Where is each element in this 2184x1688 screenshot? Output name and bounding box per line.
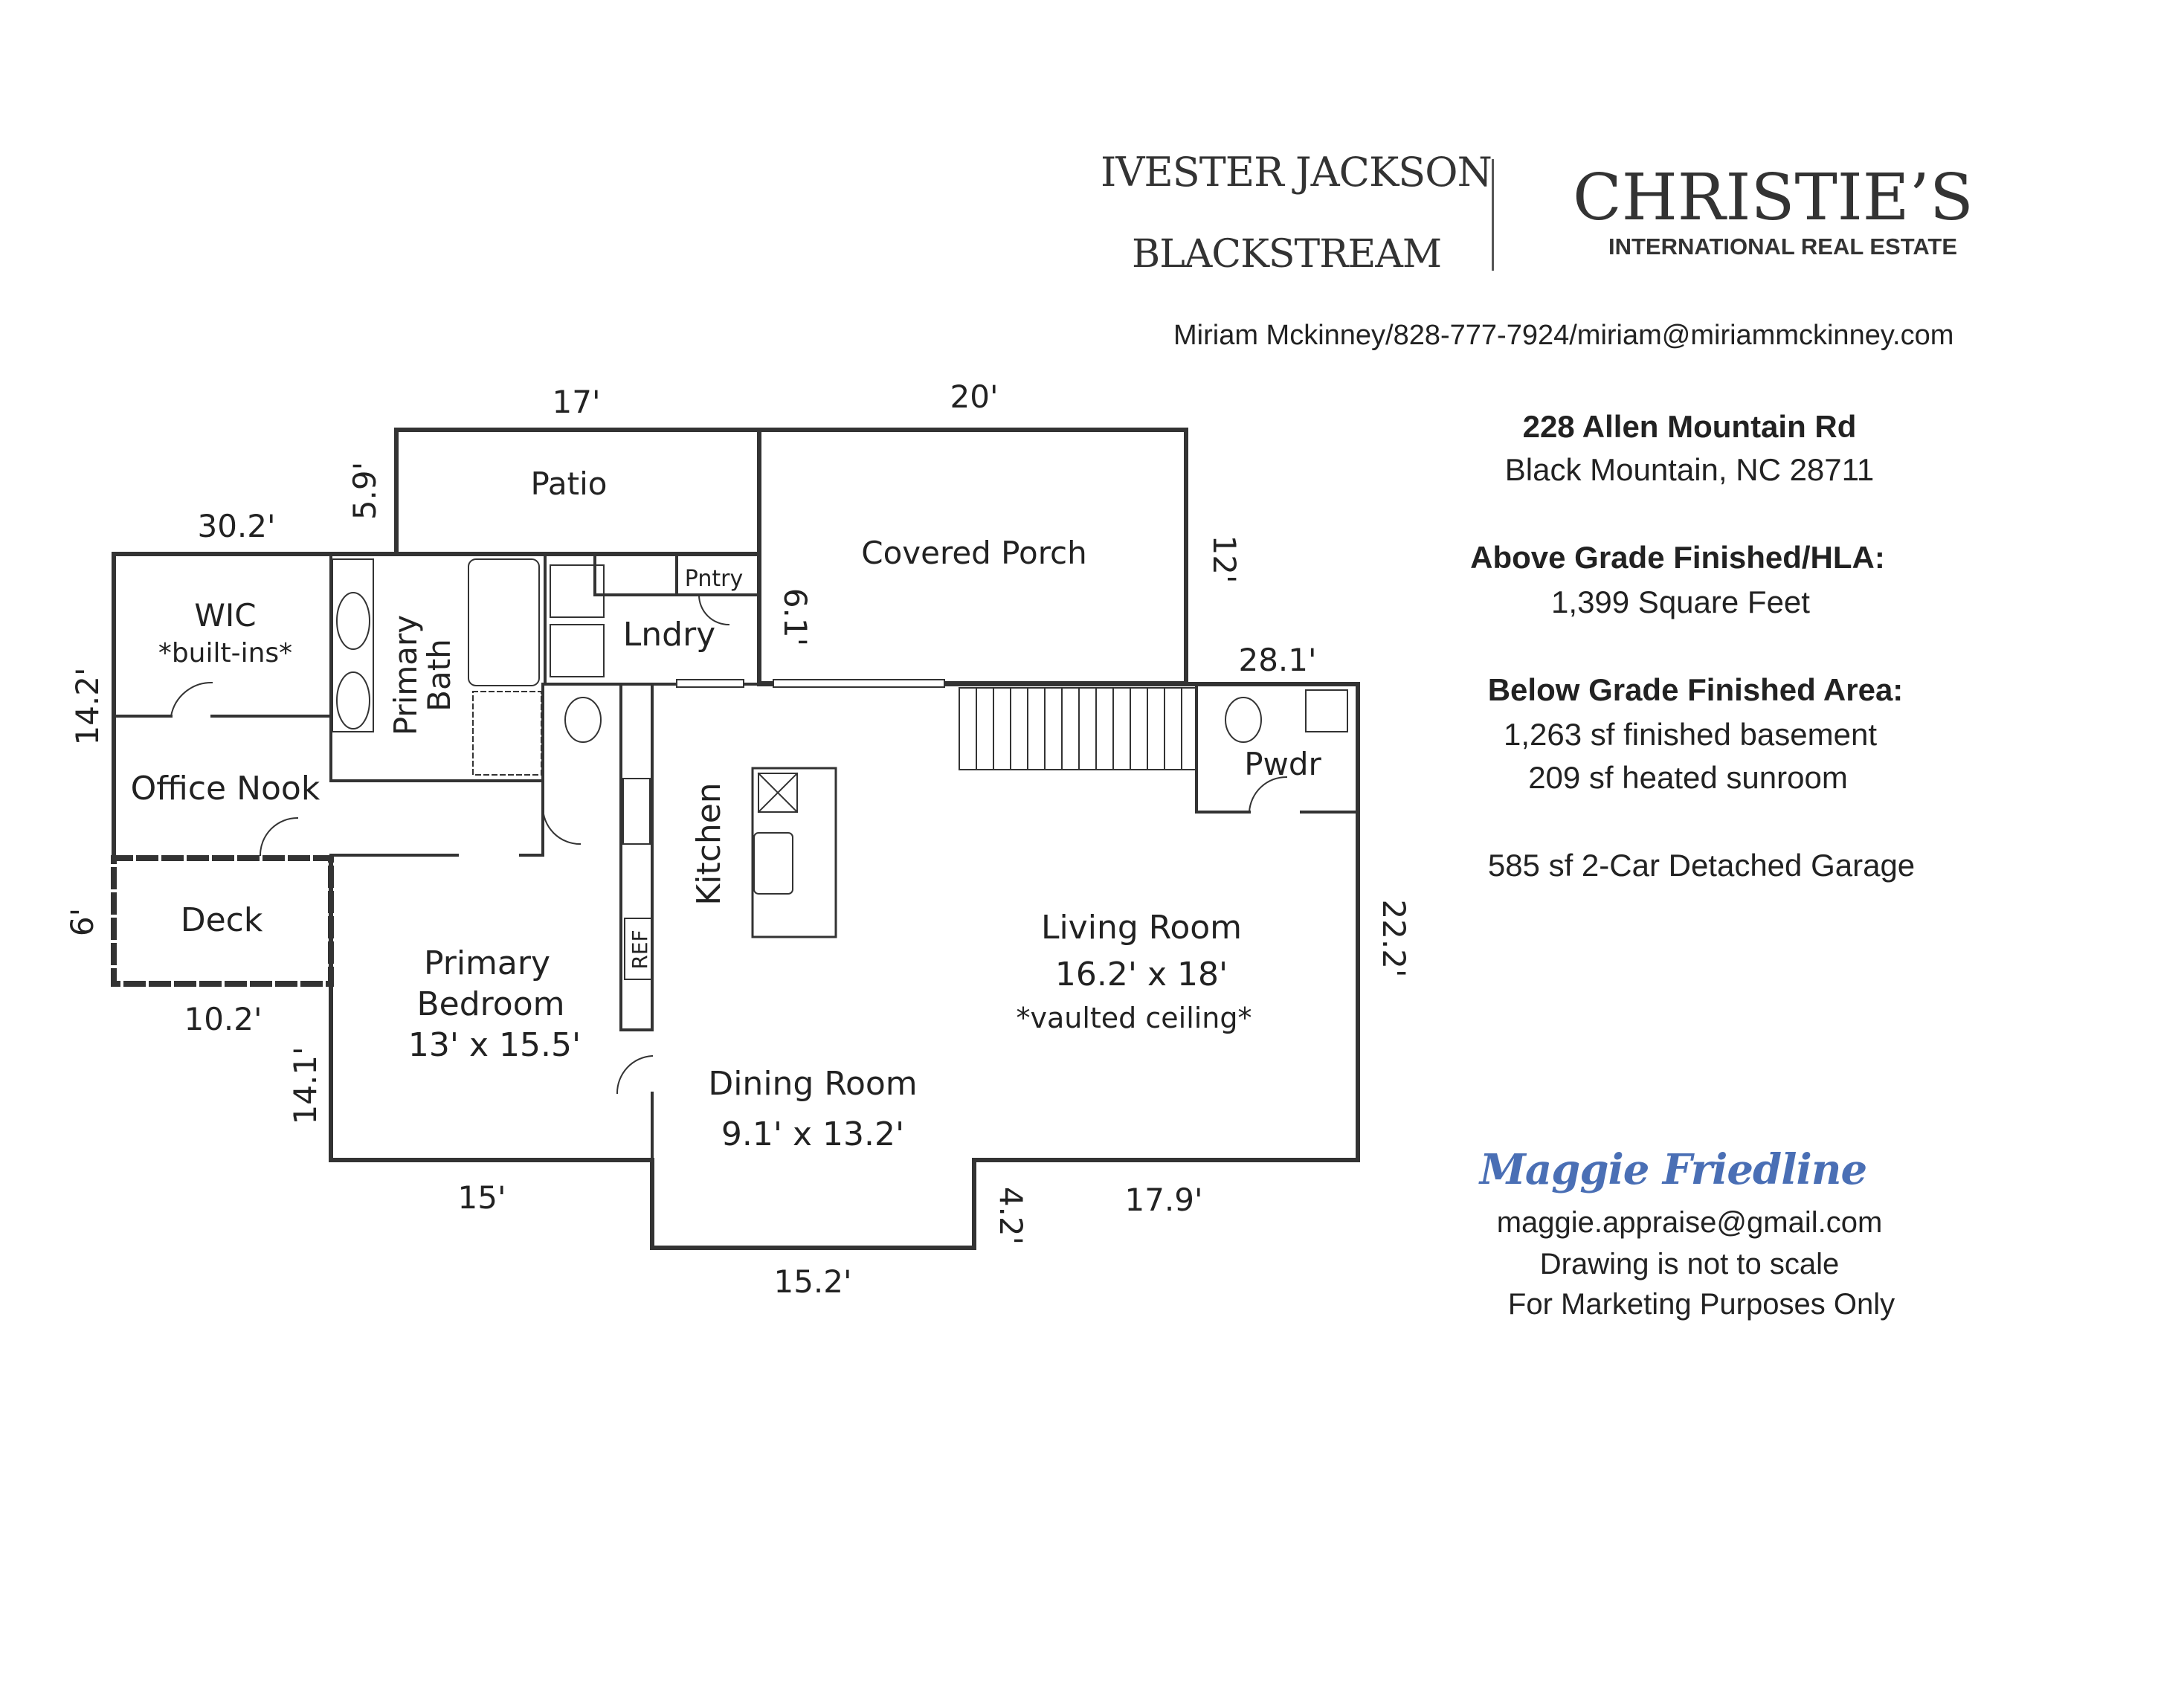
kitchen-island (751, 767, 837, 938)
room-label-kitchen: Kitchen (690, 782, 728, 905)
dim-patio-top: 17' (553, 384, 601, 420)
dim-porch-top: 20' (950, 378, 999, 415)
agent-contact: Miriam Mckinney/828-777-7924/miriam@miri… (1173, 320, 1954, 351)
below-grade-line2: 209 sf heated sunroom (1528, 760, 1848, 795)
christies-logo: CHRISTIE’S (1573, 161, 1974, 235)
below-grade-line1: 1,263 sf finished basement (1504, 717, 1877, 752)
door-swing (698, 593, 730, 626)
toilet-icon (1225, 697, 1262, 743)
room-label-deck: Deck (181, 901, 263, 939)
logo-divider (1492, 159, 1494, 271)
dim-right-side: 22.2' (1376, 899, 1412, 977)
appraiser-signature: Maggie Friedline (1479, 1145, 1867, 1194)
door-swing (541, 805, 582, 845)
stove-icon (622, 778, 651, 845)
room-dims-primary-bedroom: 13' x 15.5' (408, 1026, 581, 1064)
garage-area: 585 sf 2-Car Detached Garage (1487, 848, 1916, 883)
brokerage-logo-line2: BLACKSTREAM (1132, 232, 1442, 277)
door-swing (170, 681, 213, 718)
dim-bedroom-side: 14.1' (287, 1046, 323, 1124)
sink-icon (336, 671, 370, 729)
room-label-covered-porch: Covered Porch (861, 535, 1087, 571)
door-swing (616, 1054, 654, 1095)
dim-bedroom-bottom: 15' (458, 1179, 506, 1216)
room-label-primary-bedroom-2: Bedroom (416, 985, 564, 1023)
door-swing (259, 816, 299, 857)
dim-porch-side: 12' (1206, 535, 1243, 584)
dim-left-upper: 14.2' (69, 667, 106, 745)
vanity-counter (332, 558, 374, 732)
dim-step-down: 4.2' (993, 1187, 1029, 1245)
brokerage-logo-line1: IVESTER JACKSON (1101, 149, 1492, 196)
room-label-living-room: Living Room (1041, 909, 1242, 947)
dim-top-left: 30.2' (197, 508, 275, 544)
shower-icon (472, 691, 542, 776)
toilet-icon (564, 697, 602, 743)
room-note-wic: *built-ins* (158, 638, 292, 669)
room-label-primary-bath: Primary (387, 615, 424, 735)
dim-dining-bottom: 15.2' (773, 1263, 851, 1300)
room-label-dining-room: Dining Room (708, 1065, 917, 1103)
room-note-living-room: *vaulted ceiling* (1016, 1002, 1252, 1034)
island-sink-icon (753, 832, 793, 895)
room-label-patio: Patio (530, 466, 607, 502)
room-label-pwdr: Pwdr (1244, 746, 1321, 782)
bathtub-icon (468, 558, 540, 686)
washer-icon (550, 564, 605, 618)
stairs (959, 687, 1196, 770)
room-dims-dining-room: 9.1' x 13.2' (721, 1115, 904, 1153)
door-swing (1248, 776, 1288, 814)
room-dims-living-room: 16.2' x 18' (1055, 956, 1228, 993)
room-label-wic: WIC (194, 597, 256, 634)
room-label-primary-bedroom: Primary (424, 944, 550, 982)
room-label-pantry: Pntry (685, 566, 743, 592)
sliding-door (773, 679, 945, 688)
property-address-line1: 228 Allen Mountain Rd (1522, 409, 1857, 444)
room-label-laundry: Lndry (623, 616, 715, 654)
disclaimer-scale: Drawing is not to scale (1539, 1248, 1840, 1281)
room-label-office-nook: Office Nook (131, 770, 320, 808)
dim-bottom-right: 17.9' (1124, 1182, 1202, 1218)
dim-patio-side: 5.9' (347, 462, 383, 520)
interior-walls (112, 553, 1359, 1162)
room-label-primary-bath-2: Bath (421, 639, 457, 712)
island-cooktop-icon (758, 773, 798, 813)
appraiser-email: maggie.appraise@gmail.com (1496, 1206, 1883, 1239)
below-grade-heading: Below Grade Finished Area: (1487, 672, 1904, 707)
dim-porch-inner: 6.1' (777, 588, 814, 646)
above-grade-heading: Above Grade Finished/HLA: (1470, 540, 1885, 575)
dryer-icon (550, 624, 605, 677)
dim-deck-bottom: 10.2' (184, 1001, 262, 1037)
sink-icon (336, 592, 370, 650)
disclaimer-marketing: For Marketing Purposes Only (1507, 1288, 1895, 1321)
refrigerator (624, 918, 654, 980)
property-address-line2: Black Mountain, NC 28711 (1504, 452, 1875, 487)
christies-logo-subtitle: INTERNATIONAL REAL ESTATE (1608, 233, 1958, 260)
room-label-ref: REF (628, 930, 652, 969)
above-grade-value: 1,399 Square Feet (1551, 584, 1810, 619)
dim-right-top: 28.1' (1238, 642, 1316, 678)
dim-deck-side: 6' (64, 908, 100, 936)
pwdr-sink-icon (1305, 689, 1348, 732)
sliding-door (676, 679, 744, 688)
